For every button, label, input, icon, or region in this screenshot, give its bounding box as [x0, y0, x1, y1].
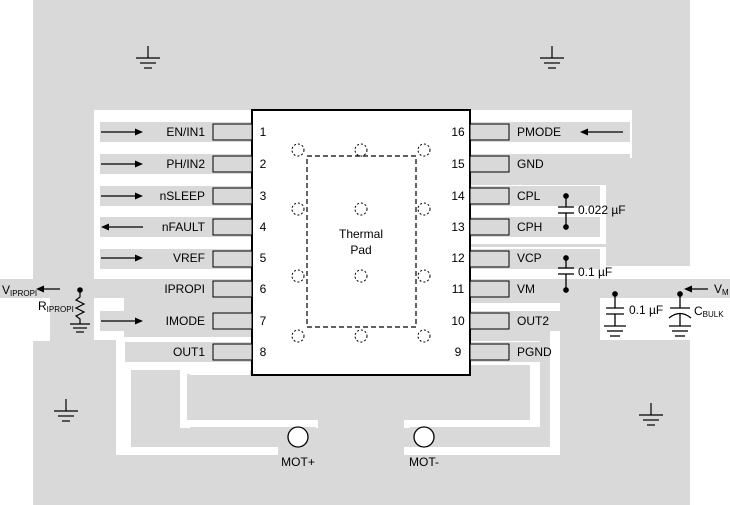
pin-name-1: EN/IN1: [166, 125, 205, 139]
pin-number-14: 14: [451, 189, 465, 203]
pin-name-16: PMODE: [517, 125, 561, 139]
pin-number-16: 16: [451, 125, 465, 139]
cap-bulk: [668, 291, 692, 337]
pin-number-5: 5: [260, 251, 267, 265]
pin-pads: [212, 123, 510, 361]
mot-plus-label: MOT+: [281, 455, 315, 469]
pin-number-4: 4: [260, 220, 267, 234]
vipropi-arrow-icon: [36, 285, 60, 293]
signal-in-arrow-icon: [101, 192, 143, 200]
pin-name-2: PH/IN2: [166, 157, 205, 171]
thermal-vias: [291, 143, 431, 343]
cap-vm: [604, 291, 626, 337]
ipropi-resistor: [70, 287, 90, 333]
pin-name-8: OUT1: [173, 345, 205, 359]
pin-number-1: 1: [260, 125, 267, 139]
thermal-pad-label-2: Pad: [350, 243, 371, 257]
cap-cpl-cph-value: 0.022 µF: [578, 203, 626, 217]
signal-in-arrow-icon: [101, 160, 143, 168]
chip-body: [251, 109, 471, 376]
cap-vcp-value: 0.1 µF: [578, 265, 612, 279]
signal-out-arrow-icon: [101, 223, 143, 231]
signal-in-arrow-icon: [580, 128, 623, 136]
ground-icon: [639, 403, 663, 426]
pin-number-13: 13: [451, 220, 465, 234]
pin-number-11: 11: [452, 282, 465, 296]
pin-name-11: VM: [517, 282, 535, 296]
pin-number-15: 15: [451, 157, 465, 171]
ripropi-label: RIPROPI: [38, 299, 74, 314]
pin-name-15: GND: [517, 157, 544, 171]
cap-cpl-cph: [558, 193, 574, 230]
pin-number-3: 3: [260, 189, 267, 203]
thermal-pad-label-1: Thermal: [339, 227, 383, 241]
ground-icon: [54, 399, 78, 422]
thermal-pad: [306, 155, 417, 328]
pin-name-3: nSLEEP: [160, 189, 205, 203]
pin-name-13: CPH: [517, 220, 542, 234]
pin-number-10: 10: [451, 314, 465, 328]
signal-in-arrow-icon: [101, 317, 143, 325]
pin-number-6: 6: [260, 282, 267, 296]
ground-icon: [136, 46, 160, 69]
pin-name-10: OUT2: [517, 314, 549, 328]
pin-name-9: PGND: [517, 345, 552, 359]
pin-number-8: 8: [260, 345, 267, 359]
pin-number-9: 9: [455, 345, 462, 359]
signal-in-arrow-icon: [101, 254, 143, 262]
vm-arrow-icon: [684, 285, 708, 293]
pin-number-12: 12: [451, 251, 465, 265]
pin-name-5: VREF: [173, 251, 205, 265]
pin-name-4: nFAULT: [162, 220, 206, 234]
motor-terminal-minus: [413, 426, 435, 448]
vipropi-label: VIPROPI: [2, 283, 37, 298]
vm-supply-label: VM: [714, 282, 729, 297]
pin-name-6: IPROPI: [164, 282, 205, 296]
cap-vcp: [558, 255, 574, 293]
pin-number-7: 7: [260, 314, 267, 328]
pin-name-14: CPL: [517, 189, 541, 203]
mot-minus-label: MOT-: [409, 455, 439, 469]
motor-terminal-plus: [287, 426, 309, 448]
signal-in-arrow-icon: [101, 128, 143, 136]
ground-icon: [540, 46, 564, 69]
cap-vm-value: 0.1 µF: [629, 303, 663, 317]
pin-name-12: VCP: [517, 251, 542, 265]
pin-number-2: 2: [260, 157, 267, 171]
cbulk-label: CBULK: [694, 304, 724, 319]
pin-name-7: IMODE: [166, 314, 205, 328]
